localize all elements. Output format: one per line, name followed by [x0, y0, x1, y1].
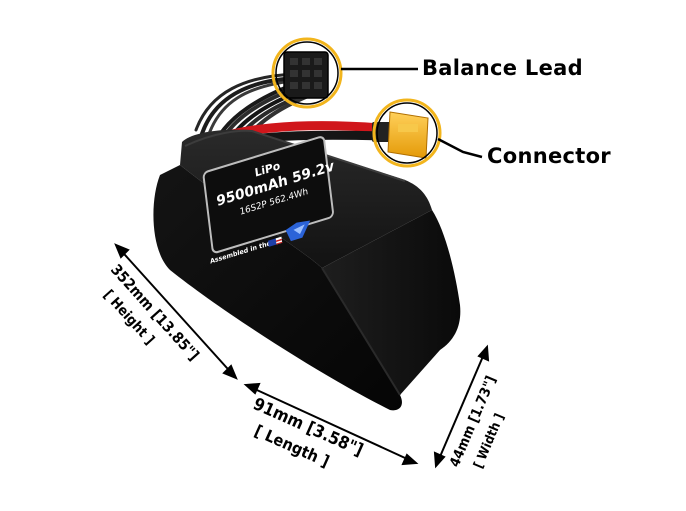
brand-logo-icon — [285, 220, 311, 242]
width-dimension-arrow — [433, 344, 490, 469]
balance-connector — [283, 51, 329, 99]
flag-icon — [268, 236, 283, 247]
height-dimension-arrow — [114, 243, 238, 380]
balance-lead-callout: Balance Lead — [422, 56, 583, 80]
length-dimension-arrow — [243, 382, 419, 466]
connector-callout: Connector — [487, 144, 611, 168]
balance-lead-callout-marker — [271, 37, 418, 109]
battery-label: LiPo 9500mAh 59.2v 16S2P 562.4Wh Assembl… — [202, 136, 335, 266]
connector-callout-marker — [372, 98, 483, 168]
xt-connector — [372, 111, 429, 159]
